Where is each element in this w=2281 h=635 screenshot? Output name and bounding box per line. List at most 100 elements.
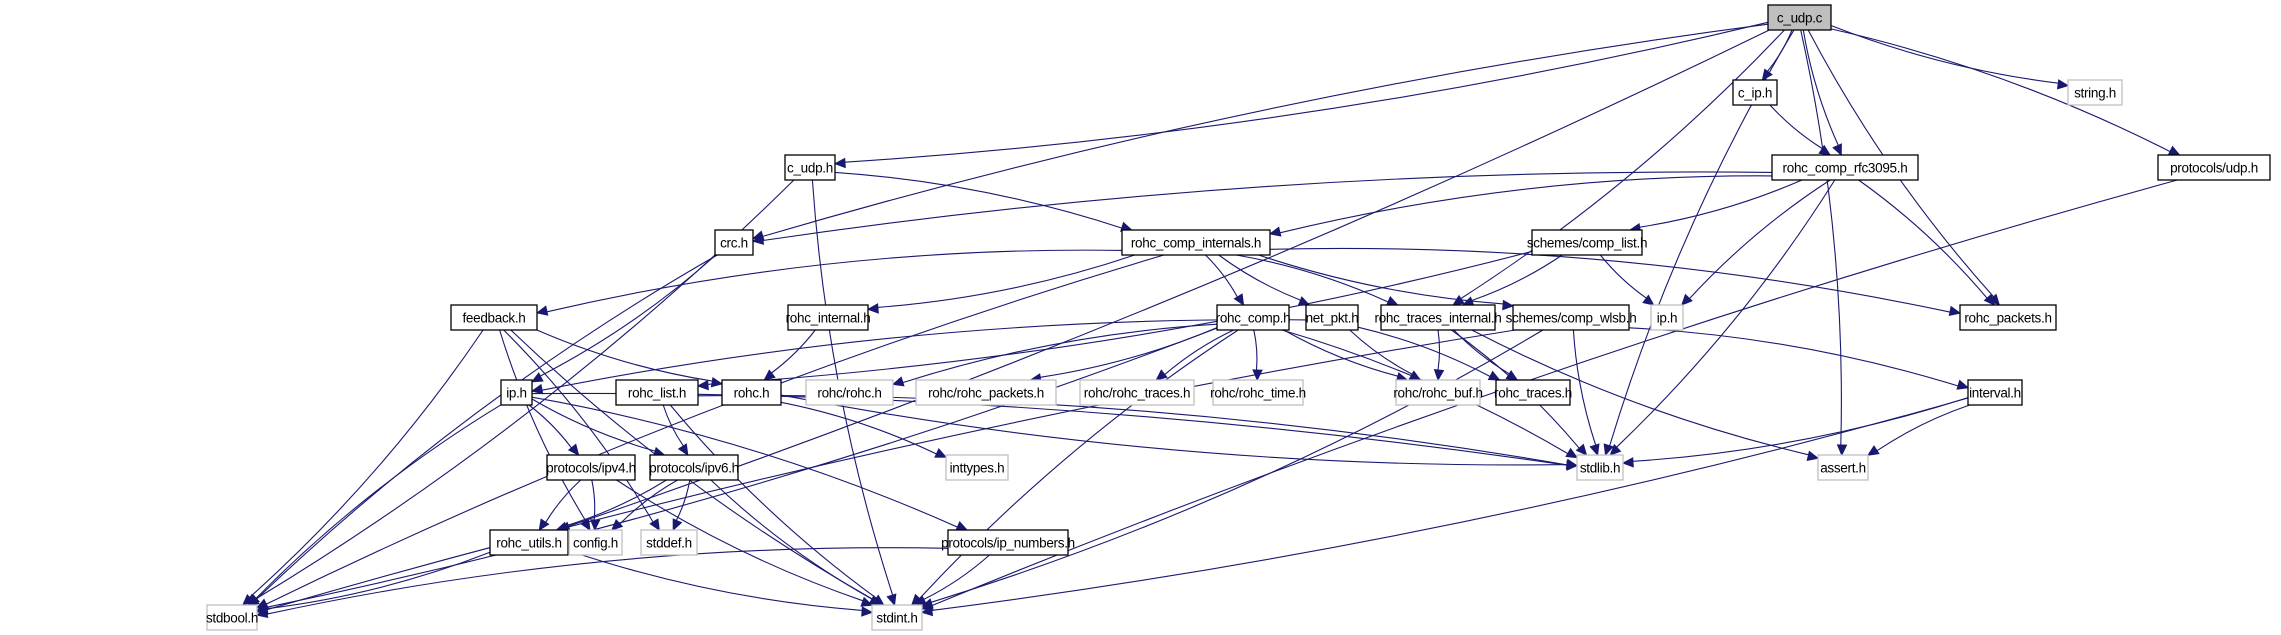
node-label: stdlib.h [1580,461,1620,476]
node-rohc-utils-h[interactable]: rohc_utils.h [489,529,569,556]
node-rohc-h[interactable]: rohc.h [721,379,782,406]
arrowhead-rohc_comp_rfc3095_h-to-rohc_packets_h [1983,293,1996,306]
node-box[interactable] [1771,154,1919,181]
node-box[interactable] [649,454,739,481]
node-label: c_ip.h [1738,86,1772,101]
node-rohc-traces-h[interactable]: rohc_traces.h [1494,379,1572,406]
node-rohc-comp-internals-h[interactable]: rohc_comp_internals.h [1121,229,1271,256]
node-box[interactable] [784,154,836,181]
edge-rohc_comp_internals_h-to-rohc_traces_internal_h [1236,254,1389,303]
node-box[interactable] [1732,79,1778,106]
node-ip-h[interactable]: ip.h [500,379,533,406]
node-box[interactable] [787,304,869,331]
node-c-udp-h[interactable]: c_udp.h [784,154,836,181]
edge-rohc_comp_h-to-rohc_rohc_buf_h [1283,329,1399,377]
node-label: stddef.h [646,536,692,551]
edge-c_udp_c-to-c_ip_h [1767,29,1793,72]
arrowhead-rohc_traces_internal_h-to-rohc_traces_h [1505,369,1519,381]
node-box[interactable] [1121,229,1271,256]
edge-schemes_comp_list_h-to-rohc_traces_internal_h [1471,254,1563,302]
node-box [1079,379,1195,406]
edge-ip_h-to-protocols_ipv6_h [531,398,656,452]
edge-rohc_list_h-to-protocols_ipv6_h [662,404,684,447]
arrowhead-rohc_traces_internal_h-to-assert_h [1806,450,1820,461]
node-rohc-comp-h[interactable]: rohc_comp.h [1216,304,1291,331]
arrowhead-feedback_h-to-stddef_h [649,518,660,532]
node-box[interactable] [721,379,782,406]
node-box[interactable] [1380,304,1496,331]
node-label: c_udp.h [787,161,833,176]
edge-rohc_internal_h-to-rohc_h [771,329,816,374]
node-schemes-comp-wlsb-h[interactable]: schemes/comp_wlsb.h [1506,304,1637,331]
node-protocols-udp-h[interactable]: protocols/udp.h [2157,154,2271,181]
edge-rohc_comp_internals_h-to-schemes_comp_wlsb_h [1258,254,1504,305]
arrowhead-protocols_ip_numbers_h-to-stdbool_h [255,607,269,619]
arrowhead-c_udp_c-to-c_udp_h [833,157,846,169]
edges-layer [241,21,2181,619]
node-c-ip-h[interactable]: c_ip.h [1732,79,1778,106]
node-box[interactable] [500,379,533,406]
edge-rohc_utils_h-to-stdint_h [567,549,863,611]
arrowhead-ip_h-to-protocols_ipv4_h [567,443,580,456]
node-protocols-ip-numbers-h[interactable]: protocols/ip_numbers.h [941,529,1075,556]
arrowhead-rohc_internal_h-to-rohc_h [763,369,776,381]
edge-c_udp_c-to-c_udp_h [844,21,1769,163]
edge-c_udp_c-to-rohc_traces_internal_h [1460,29,1785,300]
node-label: rohc_utils.h [496,536,561,551]
node-box [1576,454,1624,481]
node-schemes-comp-list-h[interactable]: schemes/comp_list.h [1527,229,1647,256]
node-box[interactable] [1767,4,1832,31]
node-box[interactable] [615,379,699,406]
arrowhead-rohc_comp_rfc3095_h-to-crc_h [751,234,765,245]
edge-schemes_comp_list_h-to-ip_h_ext [1599,254,1647,299]
arrowhead-schemes_comp_list_h-to-rohc_list_h [696,379,709,391]
node-stdbool-h: stdbool.h [206,604,258,631]
node-box[interactable] [2157,154,2271,181]
edge-protocols_ipv6_h-to-rohc_utils_h [565,479,667,527]
arrowhead-rohc_traces_internal_h-to-stdlib_h [1575,443,1588,456]
node-feedback-h[interactable]: feedback.h [450,304,538,331]
arrowhead-feedback_h-to-rohc_h [710,376,724,388]
node-label: rohc_comp_internals.h [1131,236,1261,251]
edge-feedback_h-to-rohc_h [536,329,713,382]
node-rohc-comp-rfc3095-h[interactable]: rohc_comp_rfc3095.h [1771,154,1919,181]
node-rohc-internal-h[interactable]: rohc_internal.h [786,304,871,331]
node-box[interactable] [1305,304,1359,331]
node-box[interactable] [714,229,754,256]
node-box[interactable] [947,529,1069,556]
node-protocols-ipv6-h[interactable]: protocols/ipv6.h [649,454,739,481]
node-net-pkt-h[interactable]: net_pkt.h [1305,304,1359,331]
node-label: rohc/rohc_traces.h [1084,386,1190,401]
node-box [871,604,923,631]
edge-interval_h-to-assert_h [1876,404,1970,452]
arrowhead-rohc_comp_h-to-stdlib_h [1565,447,1579,459]
node-label: rohc_comp_rfc3095.h [1783,161,1908,176]
node-crc-h[interactable]: crc.h [714,229,754,256]
edge-c_udp_c-to-crc_h [762,23,1769,237]
node-rohc-rohc-buf-h: rohc/rohc_buf.h [1393,379,1483,406]
edge-ip_h-to-protocols_ipv4_h [528,404,572,449]
node-rohc-packets-h[interactable]: rohc_packets.h [1959,304,2057,331]
arrowhead-c_udp_c-to-rohc_comp_rfc3095_h [1832,143,1842,157]
node-box[interactable] [1512,304,1630,331]
node-label: crc.h [720,236,748,251]
node-box[interactable] [450,304,538,331]
node-interval-h[interactable]: interval.h [1967,379,2023,406]
node-label: c_udp.c [1777,11,1823,26]
node-string-h: string.h [2067,79,2123,106]
node-c-udp-c[interactable]: c_udp.c [1767,4,1832,31]
node-box[interactable] [1216,304,1290,331]
node-box[interactable] [546,454,636,481]
node-box[interactable] [1531,229,1643,256]
node-rohc-traces-internal-h[interactable]: rohc_traces_internal.h [1375,304,1502,331]
node-box[interactable] [1967,379,2023,406]
node-rohc-list-h[interactable]: rohc_list.h [615,379,699,406]
node-box[interactable] [1959,304,2057,331]
node-box[interactable] [489,529,569,556]
edge-rohc_traces_internal_h-to-assert_h [1471,329,1809,456]
node-protocols-ipv4-h[interactable]: protocols/ipv4.h [546,454,636,481]
node-label: string.h [2074,86,2116,101]
edge-rohc_utils_h-to-stdbool_h [266,551,491,610]
node-box[interactable] [1495,379,1571,406]
